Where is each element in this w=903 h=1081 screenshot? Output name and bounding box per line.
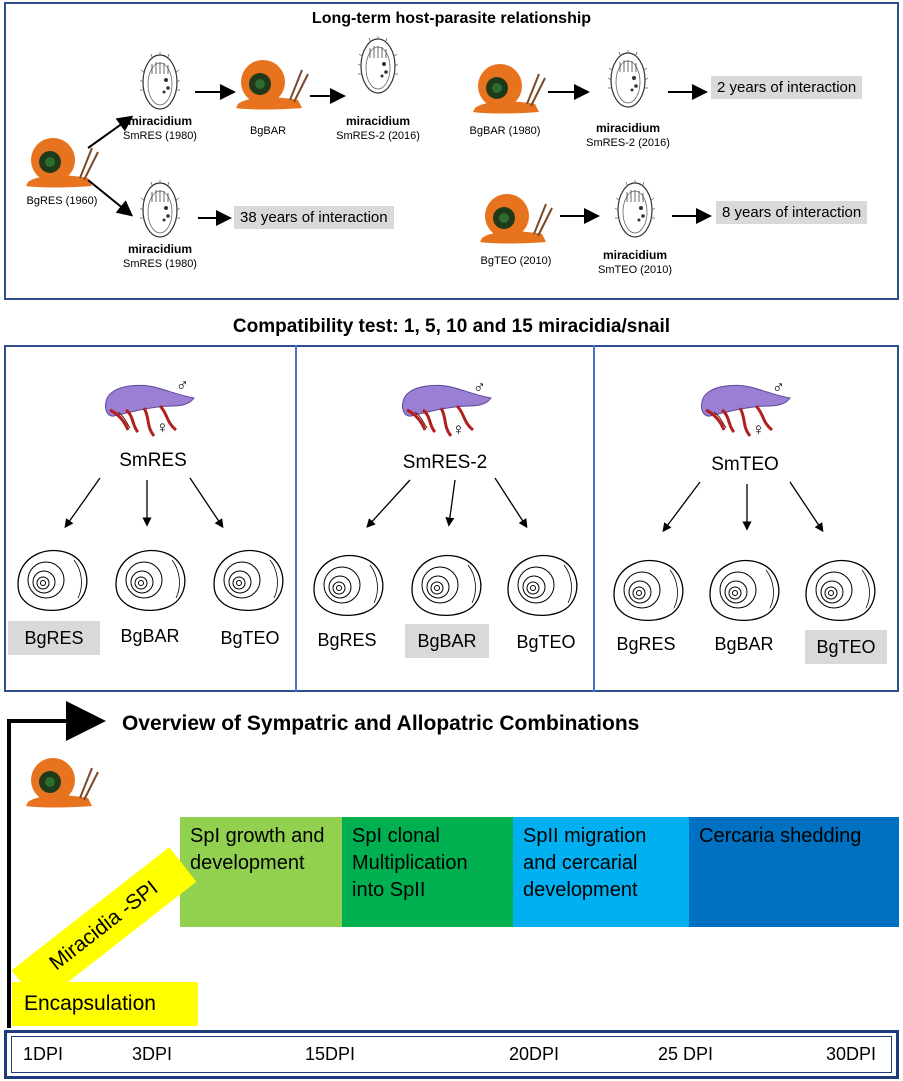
dpi-label: 15DPI bbox=[305, 1044, 356, 1064]
stage-spi-growth: SpI growth and development bbox=[180, 817, 342, 927]
top-panel-drawing bbox=[25, 35, 712, 245]
miracidium-label: miracidium bbox=[345, 114, 411, 128]
top-panel-title: Long-term host-parasite relationship bbox=[311, 10, 592, 27]
group-divider bbox=[593, 345, 595, 692]
dpi-label: 20DPI bbox=[509, 1044, 560, 1064]
group-divider bbox=[295, 345, 297, 692]
snail-label-bgres: BgRES bbox=[317, 630, 377, 650]
smres2-2016-label: SmRES-2 (2016) bbox=[586, 137, 670, 149]
smres-1980-label: SmRES (1980) bbox=[123, 258, 197, 270]
dpi-axis-inner bbox=[11, 1036, 892, 1073]
parasite-smres2: SmRES-2 bbox=[402, 452, 488, 473]
snail-icon bbox=[25, 757, 99, 809]
years-2-badge: 2 years of interaction bbox=[711, 76, 863, 99]
long-term-relationship-panel bbox=[4, 2, 899, 300]
male-symbol: ♂ bbox=[176, 376, 189, 395]
snail-label-bgteo: BgTEO bbox=[220, 628, 280, 648]
caption-bgbar-1980: BgBAR (1980) bbox=[469, 125, 541, 137]
smres-1980-label: SmRES (1980) bbox=[123, 130, 197, 142]
female-symbol: ♀ bbox=[452, 420, 465, 439]
caption-miracidium-smres-b: miracidium SmRES (1980) bbox=[120, 242, 200, 271]
overview-title: Overview of Sympatric and Allopatric Com… bbox=[122, 712, 640, 735]
caption-miracidium-smres-a: miracidium SmRES (1980) bbox=[120, 114, 200, 143]
caption-miracidium-smres2-a: miracidium SmRES-2 (2016) bbox=[333, 114, 423, 143]
dpi-label: 30DPI bbox=[826, 1044, 877, 1064]
snail-label-bgbar: BgBAR bbox=[120, 626, 180, 646]
smteo-2010-label: SmTEO (2010) bbox=[598, 264, 672, 276]
caption-miracidium-smres2-b: miracidium SmRES-2 (2016) bbox=[583, 121, 673, 150]
caption-bgbar: BgBAR bbox=[249, 125, 287, 137]
caption-miracidium-smteo: miracidium SmTEO (2010) bbox=[590, 248, 680, 277]
dpi-label: 3DPI bbox=[132, 1044, 173, 1064]
snail-label-bgbar-highlighted: BgBAR bbox=[405, 624, 489, 658]
snail-label-bgbar: BgBAR bbox=[714, 634, 774, 654]
caption-bgteo-2010: BgTEO (2010) bbox=[480, 255, 552, 267]
female-symbol: ♀ bbox=[156, 418, 169, 437]
compatibility-drawing bbox=[17, 383, 876, 622]
male-symbol: ♂ bbox=[473, 378, 486, 397]
snail-label-bgres: BgRES bbox=[616, 634, 676, 654]
caption-bgres-1960: BgRES (1960) bbox=[26, 195, 98, 207]
years-8-badge: 8 years of interaction bbox=[716, 201, 868, 224]
timeline-arrow bbox=[7, 701, 106, 1028]
compatibility-panel bbox=[4, 345, 899, 692]
dpi-label: 25 DPI bbox=[658, 1044, 714, 1064]
stage-spi-clonal: SpI clonal Multiplication into SpII bbox=[342, 817, 513, 927]
snail-label-bgteo: BgTEO bbox=[516, 632, 576, 652]
miracidium-label: miracidium bbox=[602, 248, 668, 262]
snail-label-bgteo-highlighted: BgTEO bbox=[805, 630, 887, 664]
smres2-2016-label: SmRES-2 (2016) bbox=[336, 130, 420, 142]
stage-cercaria-shedding: Cercaria shedding bbox=[689, 817, 899, 927]
parasite-smres: SmRES bbox=[119, 450, 187, 471]
female-symbol: ♀ bbox=[752, 420, 765, 439]
male-symbol: ♂ bbox=[772, 378, 785, 397]
snail-label-bgres-highlighted: BgRES bbox=[8, 621, 100, 655]
miracidium-label: miracidium bbox=[595, 121, 661, 135]
years-38-badge: 38 years of interaction bbox=[234, 206, 394, 229]
encapsulation-label: Encapsulation bbox=[12, 982, 198, 1026]
dpi-axis-frame bbox=[4, 1030, 899, 1079]
stage-spii-migration: SpII migration and cercarial development bbox=[513, 817, 689, 927]
compatibility-title: Compatibility test: 1, 5, 10 and 15 mira… bbox=[232, 316, 671, 337]
miracidium-label: miracidium bbox=[127, 114, 193, 128]
dpi-label: 1DPI bbox=[23, 1044, 64, 1064]
parasite-smteo: SmTEO bbox=[711, 454, 779, 475]
miracidium-label: miracidium bbox=[127, 242, 193, 256]
